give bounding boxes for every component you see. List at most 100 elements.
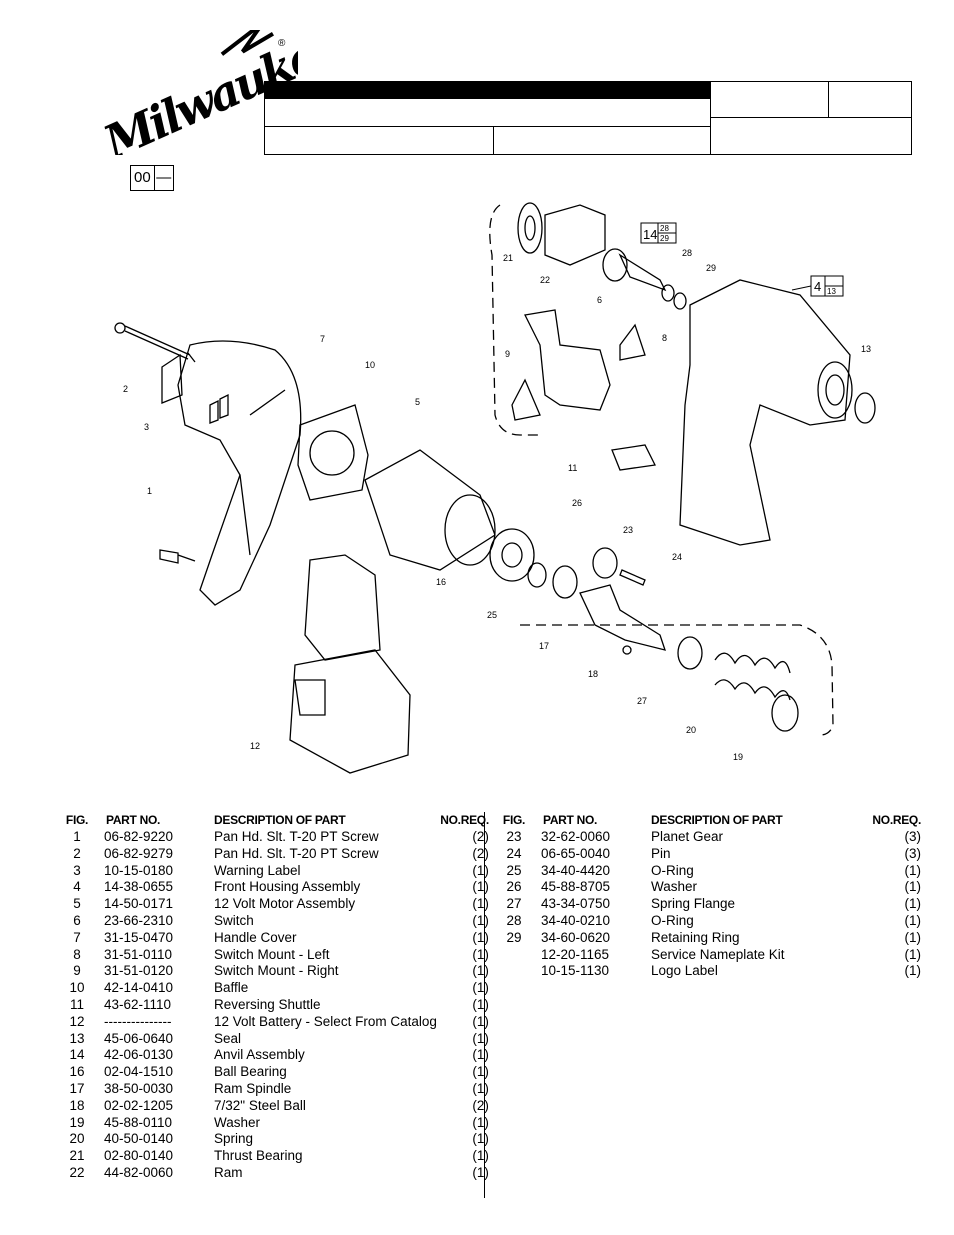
parts-table-left: FIG. PART NO. DESCRIPTION OF PART NO.REQ… (60, 812, 489, 1182)
header-description: DESCRIPTION OF PART (214, 813, 346, 827)
label-16: 16 (436, 577, 446, 587)
cell-fig: 5 (73, 896, 81, 912)
cell-fig: 16 (69, 1064, 85, 1080)
front-housing-4 (679, 279, 853, 546)
registered-mark: ® (278, 38, 286, 49)
cell-no-req: (1) (472, 1013, 489, 1029)
cell-description: Anvil Assembly (214, 1047, 305, 1063)
retaining-ring-29 (673, 292, 687, 310)
cell-fig: 11 (69, 996, 84, 1012)
callout-14: 14 28 29 (640, 222, 677, 244)
label-6: 6 (597, 295, 602, 305)
label-25: 25 (487, 610, 497, 620)
steel-ball-18 (622, 645, 632, 655)
thrust-bearing-21 (517, 202, 543, 254)
callout-4: 4 13 (791, 275, 844, 297)
cell-description: Switch Mount - Left (214, 946, 330, 962)
cell-no-req: (1) (472, 1047, 489, 1063)
cell-fig: 10 (69, 980, 85, 996)
page-cell (828, 81, 912, 118)
cell-part-no: 23-66-2310 (104, 912, 174, 928)
svg-text:29: 29 (660, 234, 669, 243)
cell-description: Thrust Bearing (214, 1148, 303, 1164)
table-header-row: FIG. PART NO. DESCRIPTION OF PART NO.REQ… (497, 812, 921, 829)
cell-part-no: 43-34-0750 (541, 896, 611, 912)
header-fig: FIG. (502, 813, 526, 827)
cell-fig: 19 (69, 1114, 85, 1130)
guide-line (520, 624, 834, 736)
cell-description: Reversing Shuttle (214, 996, 321, 1012)
cell-no-req: (1) (472, 862, 489, 878)
cell-fig: 21 (69, 1148, 85, 1164)
cell-fig: 25 (506, 862, 522, 878)
cell-description: Front Housing Assembly (214, 879, 361, 895)
ball-bearing-16 (489, 528, 535, 582)
cell-part-no: 31-51-0110 (104, 946, 173, 962)
motor-5 (364, 449, 496, 571)
cell-fig: 6 (73, 912, 81, 928)
cell-description: O-Ring (651, 912, 694, 928)
pin-24 (619, 569, 646, 586)
cell-fig: 18 (69, 1097, 85, 1113)
column-divider (484, 812, 485, 1198)
cell-no-req: (1) (472, 1030, 489, 1046)
cell-part-no: 38-50-0030 (104, 1080, 174, 1096)
cell-no-req: (1) (472, 996, 489, 1012)
guide-line (489, 204, 540, 436)
cell-description: Pan Hd. Slt. T-20 PT Screw (214, 829, 379, 844)
header-no-req: NO.REQ. (872, 813, 921, 827)
cell-fig: 23 (506, 829, 522, 844)
label-11: 11 (568, 463, 577, 473)
cell-description: Retaining Ring (651, 929, 740, 945)
cell-part-no: 10-15-1130 (541, 963, 610, 979)
label-20: 20 (686, 725, 696, 735)
label-28: 28 (682, 248, 692, 258)
label-12: 12 (250, 741, 260, 751)
cell-part-no: 34-40-4420 (541, 862, 611, 878)
cell-part-no: 42-06-0130 (104, 1047, 174, 1063)
cell-fig: 8 (73, 946, 81, 962)
cell-no-req: (3) (904, 845, 922, 861)
label-8: 8 (662, 333, 667, 343)
cell-description: Switch Mount - Right (214, 963, 339, 979)
cell-fig: 13 (69, 1030, 85, 1046)
cell-part-no: 31-51-0120 (104, 963, 174, 979)
cell-no-req: (1) (472, 912, 489, 928)
cell-part-no: 43-62-1110 (104, 996, 172, 1012)
warning-label-3 (161, 353, 183, 404)
cell-fig: 28 (506, 912, 522, 928)
cell-no-req: (1) (472, 1164, 489, 1180)
cell-no-req: (1) (472, 1064, 489, 1080)
header-fig: FIG. (65, 813, 89, 827)
cell-part-no: 34-40-0210 (541, 912, 611, 928)
cell-fig (497, 947, 531, 964)
table-row: 11 43-62-1110 Reversing Shuttle (1) (60, 997, 489, 1014)
cell-description: Ram (214, 1164, 243, 1180)
o-ring-25 (527, 562, 547, 588)
cell-no-req: (2) (472, 845, 489, 861)
cell-part-no: 40-50-0140 (104, 1131, 174, 1147)
label-23: 23 (623, 525, 633, 535)
title-cell (264, 81, 711, 127)
cell-description: Pin (651, 845, 671, 861)
cell-no-req: (1) (472, 896, 489, 912)
header-description: DESCRIPTION OF PART (651, 813, 783, 827)
parts-table-right: FIG. PART NO. DESCRIPTION OF PART NO.REQ… (497, 812, 921, 980)
cell-part-no: 02-04-1510 (104, 1064, 174, 1080)
label-2: 2 (123, 384, 128, 394)
screw-2 (114, 322, 196, 363)
cell-no-req: (1) (472, 1131, 489, 1147)
cell-part-no: 45-06-0640 (104, 1030, 174, 1046)
